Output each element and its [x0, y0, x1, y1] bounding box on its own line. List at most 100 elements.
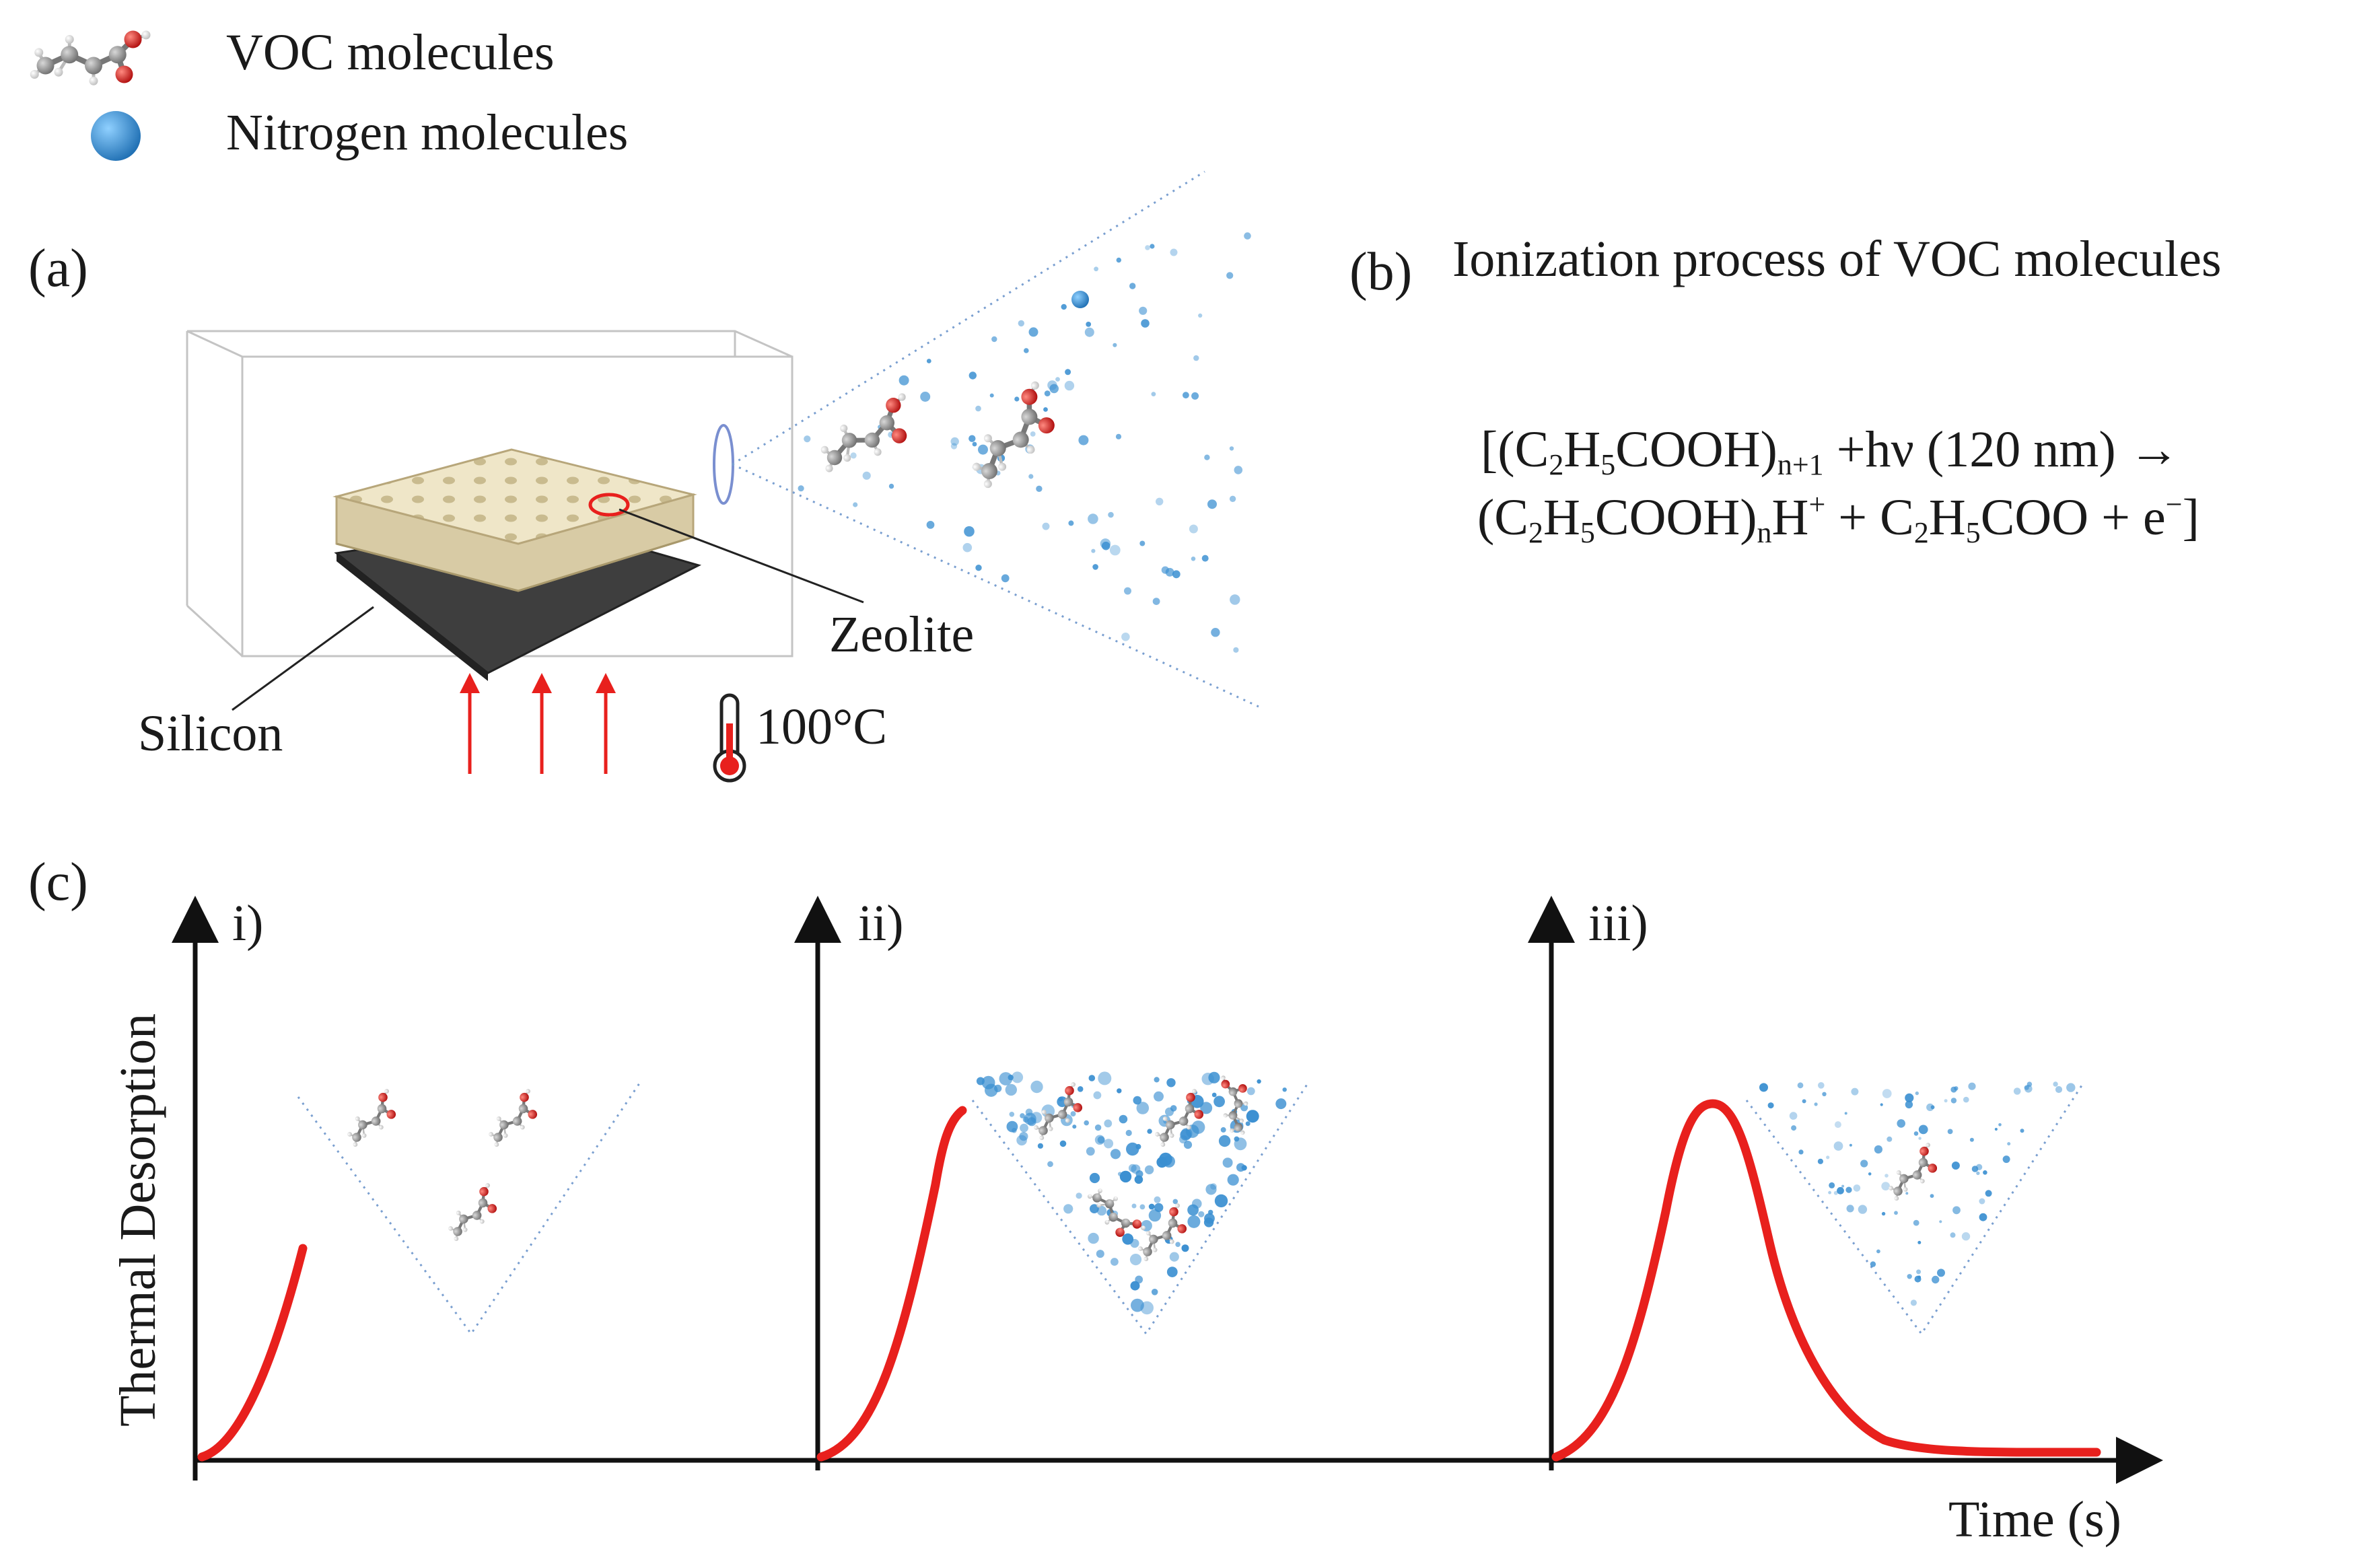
nitrogen-molecule: [2066, 1083, 2076, 1092]
nitrogen-molecule: [1165, 567, 1174, 577]
nitrogen-molecule: [1853, 1184, 1861, 1192]
zeolite-leader-line: [619, 508, 864, 604]
voc-molecule-icon: [30, 30, 151, 85]
nitrogen-molecule: [1234, 1136, 1240, 1142]
voc-molecule-icon: [1155, 1089, 1204, 1147]
nitrogen-molecule: [853, 502, 858, 507]
stage-2-label: ii): [858, 895, 904, 952]
nitrogen-molecule: [1129, 283, 1136, 289]
nitrogen-molecule: [1282, 1088, 1287, 1092]
nitrogen-molecule: [1166, 1078, 1176, 1088]
silicon-leader-line: [232, 606, 374, 711]
nitrogen-molecule: [1211, 1092, 1217, 1098]
nitrogen-molecule: [989, 393, 994, 398]
nitrogen-molecule: [1183, 1141, 1193, 1149]
nitrogen-molecule: [1887, 1136, 1893, 1142]
nitrogen-molecule: [1068, 520, 1074, 526]
nitrogen-molecule: [1151, 392, 1156, 396]
nitrogen-molecule: [1932, 1275, 1940, 1284]
nitrogen-molecule: [1876, 1249, 1880, 1254]
desorption-curve-1: [197, 1244, 308, 1462]
nitrogen-molecule: [2007, 1142, 2011, 1146]
nitrogen-molecule: [1200, 1102, 1213, 1114]
nitrogen-molecule: [1983, 1170, 1987, 1175]
nitrogen-molecule: [1047, 380, 1057, 390]
eq2-coo: COO + e: [1980, 489, 2166, 546]
nitrogen-molecule: [1201, 555, 1209, 562]
inset-cones: [297, 1083, 2084, 1336]
nitrogen-molecule: [1141, 319, 1150, 328]
nitrogen-molecule: [1117, 1088, 1122, 1094]
eq1-open: [(C: [1481, 421, 1549, 478]
nitrogen-molecule: [1088, 1075, 1096, 1081]
nitrogen-molecule: [920, 392, 931, 402]
nitrogen-molecule: [1070, 1111, 1076, 1117]
equation-line-1: [(C2H5COOH)n+1 +hν (120 nm) →: [1481, 424, 2180, 480]
nitrogen-molecule: [1218, 1135, 1231, 1147]
zeolite-label: Zeolite: [829, 606, 974, 663]
nitrogen-molecule: [804, 435, 811, 443]
nitrogen-molecule: [1061, 304, 1067, 310]
nitrogen-molecule: [1092, 564, 1098, 570]
nitrogen-molecule: [1230, 594, 1240, 605]
zeolite-pore-highlight: [588, 493, 630, 517]
nitrogen-molecule: [1145, 245, 1150, 250]
nitrogen-molecule: [1012, 1071, 1024, 1083]
nitrogen-molecule: [1119, 1170, 1132, 1183]
nitrogen-molecule: [1870, 1261, 1876, 1267]
nitrogen-molecule: [1915, 1091, 1919, 1096]
panel-a: (a) Zeolite Silicon: [28, 170, 1259, 783]
nitrogen-molecule: [1072, 1125, 1077, 1129]
nitrogen-molecule: [1122, 1233, 1134, 1245]
nitrogen-molecule: [1109, 544, 1121, 556]
nitrogen-molecule: [1077, 1086, 1084, 1092]
nitrogen-molecule: [1020, 1123, 1028, 1133]
eq2-sub-3: n: [1757, 516, 1772, 549]
eq2-close: ]: [2182, 489, 2199, 546]
nitrogen-molecule: [1189, 524, 1198, 534]
nitrogen-molecule: [1246, 1087, 1255, 1096]
panel-b-title: Ionization process of VOC molecules: [1452, 231, 2222, 287]
eq2-sub-5: 5: [1965, 516, 1981, 549]
nitrogen-molecule: [1916, 1269, 1922, 1275]
nitrogen-molecule: [1257, 1079, 1261, 1084]
nitrogen-molecule: [1833, 1141, 1843, 1151]
nitrogen-molecule: [1110, 1149, 1121, 1160]
nitrogen-molecule: [1950, 1232, 1956, 1238]
nitrogen-molecule: [1020, 1113, 1025, 1118]
nitrogen-molecule: [1245, 1121, 1250, 1127]
nitrogen-molecule: [1030, 1080, 1043, 1094]
nitrogen-molecule: [1148, 1209, 1162, 1222]
nitrogen-molecule: [1918, 1137, 1922, 1140]
eq2-h: H: [1543, 489, 1580, 546]
nitrogen-molecule: [975, 565, 982, 571]
nitrogen-molecule: [1930, 1105, 1935, 1110]
nitrogen-molecule: [1096, 1205, 1107, 1216]
nitrogen-molecule: [985, 1083, 998, 1097]
nitrogen-molecule: [1024, 1112, 1036, 1125]
nitrogen-molecule: [1093, 1091, 1102, 1100]
nitrogen-molecule: [1910, 1299, 1917, 1306]
nitrogen-molecule: [1088, 1232, 1099, 1244]
nitrogen-molecule: [1028, 327, 1038, 337]
nitrogen-molecule: [1207, 499, 1217, 509]
nitrogen-molecule: [1204, 454, 1210, 460]
panel-b: (b) Ionization process of VOC molecules: [1349, 231, 2222, 301]
nitrogen-molecule: [1884, 1174, 1889, 1178]
nitrogen-molecule: [1071, 291, 1089, 308]
nitrogen-molecule: [1049, 384, 1059, 394]
nitrogen-molecule: [1759, 1083, 1768, 1092]
nitrogen-molecule: [976, 1077, 985, 1085]
nitrogen-molecule: [1156, 1156, 1168, 1168]
nitrogen-molecule: [1098, 1071, 1112, 1085]
nitrogen-molecule: [1211, 628, 1220, 637]
voc-molecule-icon: [1221, 1075, 1248, 1135]
nitrogen-molecule: [1868, 1172, 1872, 1176]
nitrogen-molecule: [1791, 1125, 1797, 1131]
nitrogen-molecule: [1169, 1252, 1179, 1262]
nitrogen-molecule: [975, 405, 981, 412]
eq2-sub-2: 5: [1580, 516, 1595, 549]
nitrogen-molecule: [2020, 1129, 2024, 1133]
nitrogen-molecule: [1133, 1096, 1142, 1105]
nitrogen-molecule: [962, 542, 973, 553]
